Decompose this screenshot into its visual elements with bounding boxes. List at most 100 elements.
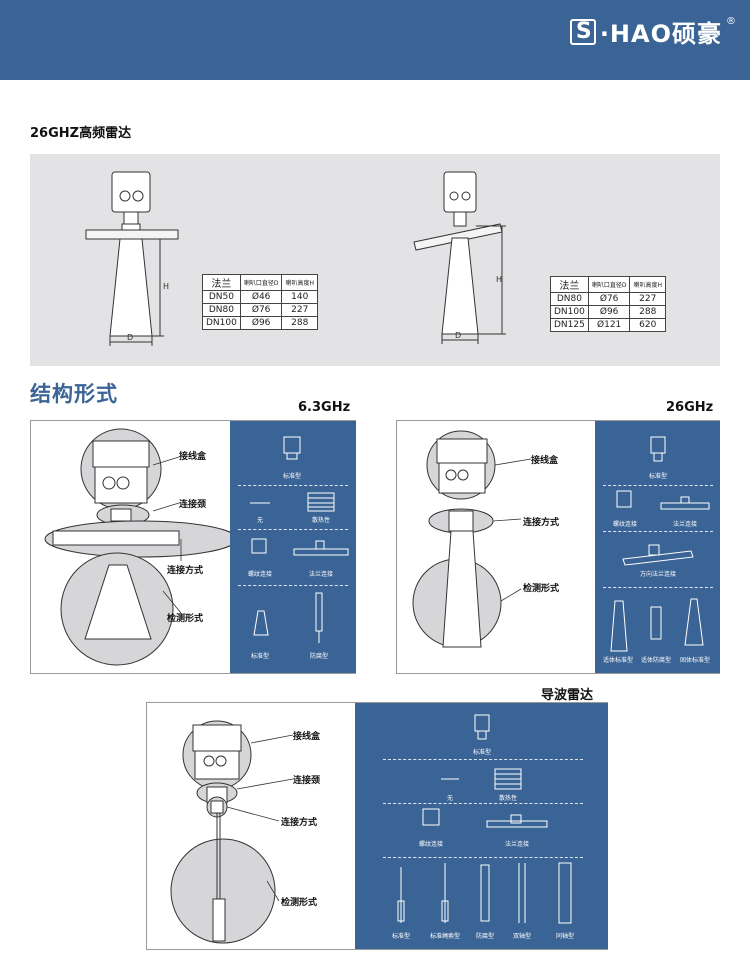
- divider: [238, 529, 348, 530]
- option-coaxial: 同轴型: [555, 933, 575, 940]
- option-icons: [250, 436, 349, 643]
- option-flange-connection: 法兰连接: [308, 571, 334, 578]
- spec-table-left: 法兰 喇叭口直径D 喇叭高度H DN50 Ø46 140 DN80 Ø76 22…: [202, 274, 318, 330]
- table-row: DN125 Ø121 620: [550, 318, 666, 332]
- guided-wave-radar-diagram: [170, 720, 294, 944]
- options-column-6-3ghz: 标准型 无 散热性 螺纹连接 法兰连接 标准型 防腐型: [230, 421, 356, 673]
- cell: 288: [281, 316, 318, 330]
- cell: DN100: [550, 305, 589, 319]
- callout-connection-method: 连接方式: [167, 566, 204, 576]
- registered-mark: ®: [726, 16, 736, 27]
- dim-d-label-right: D: [455, 331, 461, 340]
- option-standard-cable: 标准绳索型: [429, 933, 461, 940]
- option-none: 无: [446, 795, 454, 802]
- cell: 227: [281, 303, 318, 317]
- freq-label-guided-wave: 导波雷达: [541, 688, 594, 703]
- structure-panel-guided-wave: 接线盒 连接颈 连接方式 检测形式 标准型 无: [146, 702, 608, 950]
- structure-panel-6-3ghz: 接线盒 连接颈 连接方式 检测形式 标准型 无 散热性 螺纹连接: [30, 420, 356, 674]
- option-heat-sink: 散热性: [498, 795, 518, 802]
- options-column-26ghz: 标准型 螺纹连接 法兰连接 万向法兰连接 适体标准型 适体防腐型 固体标准型: [595, 421, 720, 673]
- callout-detection-form: 检测形式: [167, 614, 204, 624]
- freq-label-6-3ghz: 6.3GHz: [298, 400, 351, 415]
- th-height: 喇叭高度H: [629, 276, 666, 293]
- cell: 288: [629, 305, 666, 319]
- spec-table-right: 法兰 喇叭口直径D 喇叭高度H DN80 Ø76 227 DN100 Ø96 2…: [550, 276, 666, 332]
- cell: 620: [629, 318, 666, 332]
- cell: Ø76: [587, 292, 631, 306]
- callout-junction-box: 接线盒: [179, 452, 207, 462]
- dim-d-label-left: D: [127, 333, 133, 342]
- divider: [603, 531, 713, 532]
- option-flange-connection: 法兰连接: [504, 841, 530, 848]
- cell: Ø76: [239, 303, 283, 317]
- callout-detection-form: 检测形式: [281, 898, 318, 908]
- option-twin-rod: 双轴型: [512, 933, 532, 940]
- callout-connection-method: 连接方式: [523, 518, 560, 528]
- spec-panel: H D H D 法兰 喇叭口直径D 喇叭高度H DN50 Ø46 140: [30, 154, 720, 366]
- option-liquid-standard: 适体标准型: [602, 657, 634, 664]
- option-standard: 标准型: [282, 473, 302, 480]
- option-standard: 标准型: [648, 473, 668, 480]
- section-title-26ghz: 26GHZ高频雷达: [30, 126, 132, 141]
- callout-connection-neck: 连接颈: [293, 776, 321, 786]
- callout-detection-form: 检测形式: [523, 584, 560, 594]
- callout-connection-method: 连接方式: [281, 818, 318, 828]
- table-row: DN100 Ø96 288: [202, 316, 318, 330]
- option-standard-rod: 标准型: [391, 933, 411, 940]
- table-row: DN80 Ø76 227: [550, 292, 666, 306]
- dim-h-label-right: H: [496, 275, 502, 284]
- option-thread-connection: 螺纹连接: [247, 571, 273, 578]
- divider: [603, 587, 713, 588]
- cell: DN50: [202, 290, 241, 304]
- option-flange-connection: 法兰连接: [672, 521, 698, 528]
- cell: Ø46: [239, 290, 283, 304]
- option-thread-connection: 螺纹连接: [612, 521, 638, 528]
- option-anticorrosion-probe: 防腐型: [309, 653, 329, 660]
- option-universal-flange: 万向法兰连接: [639, 571, 677, 578]
- option-standard: 标准型: [472, 749, 492, 756]
- option-icons: [397, 714, 572, 924]
- divider: [238, 585, 348, 586]
- table-row: DN50 Ø46 140: [202, 290, 318, 304]
- divider: [238, 485, 348, 486]
- option-thread-connection: 螺纹连接: [418, 841, 444, 848]
- option-liquid-anticorrosion: 适体防腐型: [640, 657, 672, 664]
- th-flange: 法兰: [550, 276, 589, 293]
- divider: [383, 857, 583, 858]
- table-row: DN100 Ø96 288: [550, 305, 666, 319]
- structure-panel-26ghz: 接线盒 连接方式 检测形式 标准型 螺纹连接 法兰连接 万向法兰连接 适体标准型: [396, 420, 720, 674]
- th-flange: 法兰: [202, 274, 241, 291]
- option-anticorrosion: 防腐型: [475, 933, 495, 940]
- th-diameter: 喇叭口直径D: [587, 276, 631, 293]
- options-column-guided-wave: 标准型 无 散热性 螺纹连接 法兰连接 标准型 标准绳索型 防腐型 双轴型 同轴…: [355, 703, 608, 949]
- cell: DN100: [202, 316, 241, 330]
- radar-6-3ghz-diagram: [44, 428, 231, 666]
- radar-dimension-drawings: H D H D: [85, 171, 506, 346]
- divider: [383, 759, 583, 760]
- divider: [383, 803, 583, 804]
- brand-s-icon: [569, 18, 596, 45]
- radar-26ghz-diagram: [412, 430, 532, 648]
- option-heat-sink: 散热性: [311, 517, 331, 524]
- option-icons: [610, 436, 710, 652]
- th-diameter: 喇叭口直径D: [239, 274, 283, 291]
- option-standard-probe: 标准型: [250, 653, 270, 660]
- page-header: ·HAO硕豪 ®: [0, 0, 750, 80]
- cell: Ø121: [587, 318, 631, 332]
- table-row: DN80 Ø76 227: [202, 303, 318, 317]
- option-none: 无: [256, 517, 264, 524]
- cell: 140: [281, 290, 318, 304]
- option-solid-standard: 固体标准型: [679, 657, 711, 664]
- callout-connection-neck: 连接颈: [179, 500, 207, 510]
- cell: Ø96: [239, 316, 283, 330]
- callout-junction-box: 接线盒: [531, 456, 559, 466]
- cell: DN125: [550, 318, 589, 332]
- freq-label-26ghz: 26GHz: [666, 400, 714, 415]
- callout-junction-box: 接线盒: [293, 732, 321, 742]
- th-height: 喇叭高度H: [281, 274, 318, 291]
- brand-text: ·HAO硕豪: [599, 20, 722, 48]
- cell: DN80: [550, 292, 589, 306]
- cell: 227: [629, 292, 666, 306]
- cell: DN80: [202, 303, 241, 317]
- dim-h-label-left: H: [163, 282, 169, 291]
